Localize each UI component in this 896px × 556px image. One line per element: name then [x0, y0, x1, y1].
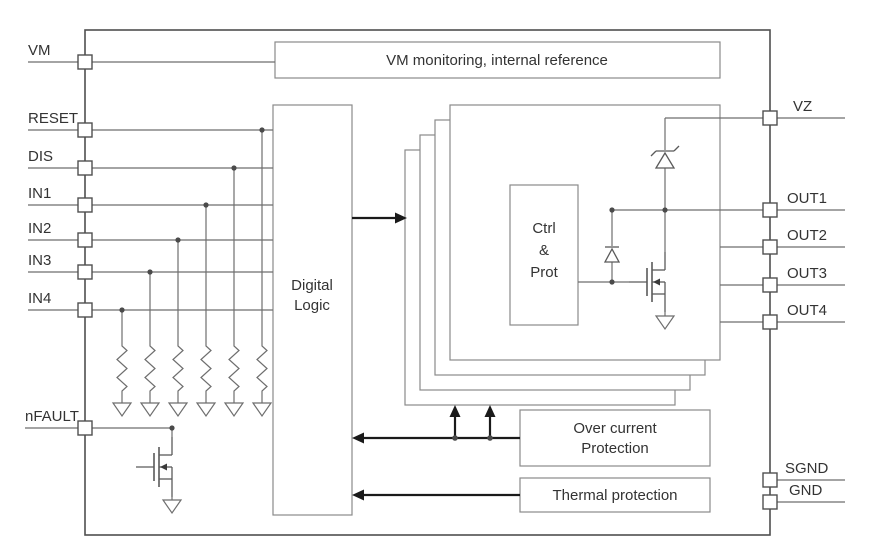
pin-out4: OUT4: [762, 302, 845, 330]
pin-out2: OUT2: [762, 227, 845, 255]
pin-label: DIS: [28, 148, 53, 165]
pulldown-resistor: [200, 339, 212, 399]
over-current-label-1: Over current: [573, 420, 657, 437]
pin-in3: IN3: [28, 252, 93, 280]
pin-out1: OUT1: [762, 190, 845, 218]
ground-icon: [252, 402, 272, 417]
net-lines: [92, 61, 763, 500]
pulldown-resistor: [116, 339, 128, 399]
ctrl-prot-label-1: Ctrl: [532, 220, 555, 237]
thermal-label: Thermal protection: [552, 487, 677, 504]
ctrl-prot-box: [509, 184, 579, 326]
pin-gnd: GND: [762, 482, 845, 510]
ground-icon: [140, 402, 160, 417]
pin-label: OUT1: [787, 190, 827, 207]
nfault-mosfet-icon: [135, 436, 173, 498]
pin-vm: VM: [28, 42, 93, 70]
block-digital-logic: Digital Logic: [272, 104, 353, 516]
pin-reset: RESET: [28, 110, 93, 138]
pin-square: [77, 54, 93, 70]
pin-sgnd: SGND: [762, 460, 845, 488]
ctrl-prot-label-2: &: [539, 242, 549, 259]
pin-square: [77, 302, 93, 318]
pulldown-resistor: [256, 339, 268, 399]
arrow-ocp-to-logic: [352, 405, 520, 444]
pin-vz: VZ: [762, 98, 845, 126]
arrowhead-left: [352, 432, 364, 444]
pin-nfault: nFAULT: [25, 408, 93, 436]
ctrl-prot-label-3: Prot: [530, 264, 558, 281]
pulldown-resistor: [144, 339, 156, 399]
pin-dis: DIS: [28, 148, 93, 176]
pin-label: IN2: [28, 220, 51, 237]
pin-square: [762, 494, 778, 510]
digital-logic-label-2: Logic: [294, 297, 330, 314]
gate-zener-diode-icon: [603, 246, 621, 263]
vz-zener-diode-icon: [650, 145, 680, 169]
block-over-current: Over current Protection: [519, 409, 711, 467]
block-ctrl-prot: Ctrl & Prot: [509, 184, 579, 326]
pin-square: [77, 420, 93, 436]
ground-icon: [168, 402, 188, 417]
pin-square: [77, 232, 93, 248]
pin-square: [762, 472, 778, 488]
pin-out3: OUT3: [762, 265, 845, 293]
output-stage-layer-1: [449, 104, 721, 361]
pin-square: [762, 314, 778, 330]
over-current-box: [519, 409, 711, 467]
pin-square: [77, 160, 93, 176]
pin-label: nFAULT: [25, 408, 79, 425]
pin-in2: IN2: [28, 220, 93, 248]
arrowhead-up: [484, 405, 496, 417]
vm-monitoring-label: VM monitoring, internal reference: [386, 52, 608, 69]
pin-label: GND: [789, 482, 823, 499]
ground-icon: [224, 402, 244, 417]
digital-logic-label-1: Digital: [291, 277, 333, 294]
pin-in1: IN1: [28, 185, 93, 213]
pin-square: [77, 264, 93, 280]
pulldown-resistor-array: [112, 339, 272, 417]
pin-square: [762, 110, 778, 126]
arrowhead-up: [449, 405, 461, 417]
pin-square: [762, 202, 778, 218]
block-vm-monitoring: VM monitoring, internal reference: [274, 41, 721, 79]
arrow-thermal-to-logic: [352, 489, 520, 501]
ground-icon: [112, 402, 132, 417]
arrowhead-left: [352, 489, 364, 501]
pin-label: OUT4: [787, 302, 827, 319]
digital-logic-box: [272, 104, 353, 516]
pin-label: OUT2: [787, 227, 827, 244]
ground-icon: [162, 499, 182, 514]
pin-label: VZ: [793, 98, 812, 115]
over-current-label-2: Protection: [581, 440, 649, 457]
pulldown-resistor: [228, 339, 240, 399]
pin-square: [77, 122, 93, 138]
vm-monitoring-box: [274, 41, 721, 79]
pin-square: [762, 239, 778, 255]
pin-label: OUT3: [787, 265, 827, 282]
pulldown-resistor: [172, 339, 184, 399]
block-thermal: Thermal protection: [519, 477, 711, 513]
pin-square: [762, 277, 778, 293]
pin-label: RESET: [28, 110, 78, 127]
pin-label: VM: [28, 42, 51, 59]
pin-square: [77, 197, 93, 213]
pin-in4: IN4: [28, 290, 93, 318]
pin-label: IN3: [28, 252, 51, 269]
arrowhead-right: [395, 212, 407, 224]
pin-label: SGND: [785, 460, 829, 477]
pin-label: IN4: [28, 290, 51, 307]
ground-icon: [196, 402, 216, 417]
pin-label: IN1: [28, 185, 51, 202]
junction-dots: [119, 127, 668, 441]
arrow-logic-to-output-stage: [352, 212, 407, 224]
